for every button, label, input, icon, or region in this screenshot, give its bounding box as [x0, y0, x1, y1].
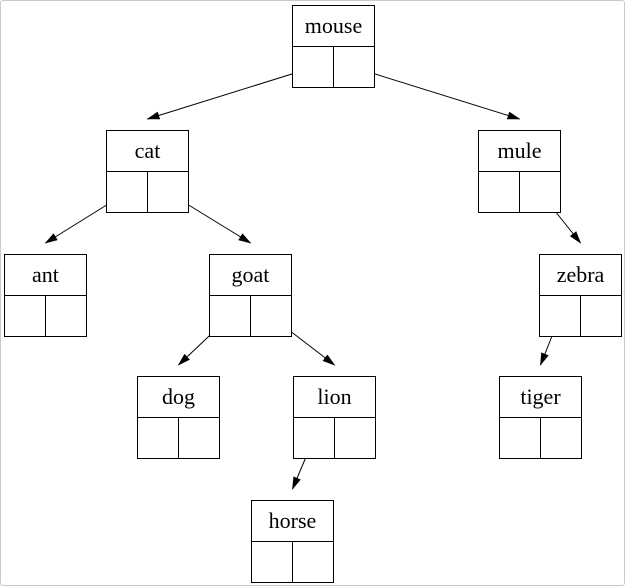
tree-node-tiger: tiger	[499, 376, 582, 459]
right-pointer-cell	[541, 418, 581, 458]
tree-node-zebra: zebra	[539, 254, 622, 337]
pointer-cells	[500, 418, 581, 458]
tree-node-lion: lion	[293, 376, 376, 459]
left-pointer-cell	[479, 172, 520, 212]
node-label: mouse	[293, 6, 374, 47]
edge-mouse-to-mule	[354, 67, 521, 120]
left-pointer-cell	[500, 418, 541, 458]
right-pointer-cell	[520, 172, 560, 212]
pointer-cells	[293, 47, 374, 87]
left-pointer-cell	[107, 172, 148, 212]
node-label: mule	[479, 131, 560, 172]
left-pointer-cell	[540, 296, 581, 336]
node-label: goat	[210, 255, 291, 296]
left-pointer-cell	[210, 296, 251, 336]
node-label: ant	[5, 255, 86, 296]
node-label: zebra	[540, 255, 621, 296]
edge-mouse-to-cat	[146, 67, 313, 120]
node-label: lion	[294, 377, 375, 418]
tree-node-mouse: mouse	[292, 5, 375, 88]
node-label: dog	[138, 377, 219, 418]
left-pointer-cell	[293, 47, 334, 87]
tree-node-mule: mule	[478, 130, 561, 213]
left-pointer-cell	[5, 296, 46, 336]
tree-node-goat: goat	[209, 254, 292, 337]
pointer-cells	[479, 172, 560, 212]
node-label: tiger	[500, 377, 581, 418]
pointer-cells	[252, 542, 333, 582]
tree-node-ant: ant	[4, 254, 87, 337]
right-pointer-cell	[251, 296, 291, 336]
right-pointer-cell	[334, 47, 374, 87]
tree-node-horse: horse	[251, 500, 334, 583]
right-pointer-cell	[335, 418, 375, 458]
pointer-cells	[138, 418, 219, 458]
pointer-cells	[210, 296, 291, 336]
left-pointer-cell	[252, 542, 293, 582]
right-pointer-cell	[179, 418, 219, 458]
node-label: horse	[252, 501, 333, 542]
pointer-cells	[540, 296, 621, 336]
pointer-cells	[5, 296, 86, 336]
left-pointer-cell	[294, 418, 335, 458]
left-pointer-cell	[138, 418, 179, 458]
right-pointer-cell	[581, 296, 621, 336]
tree-node-dog: dog	[137, 376, 220, 459]
right-pointer-cell	[46, 296, 86, 336]
pointer-cells	[294, 418, 375, 458]
right-pointer-cell	[148, 172, 188, 212]
pointer-cells	[107, 172, 188, 212]
right-pointer-cell	[293, 542, 333, 582]
node-label: cat	[107, 131, 188, 172]
tree-node-cat: cat	[106, 130, 189, 213]
